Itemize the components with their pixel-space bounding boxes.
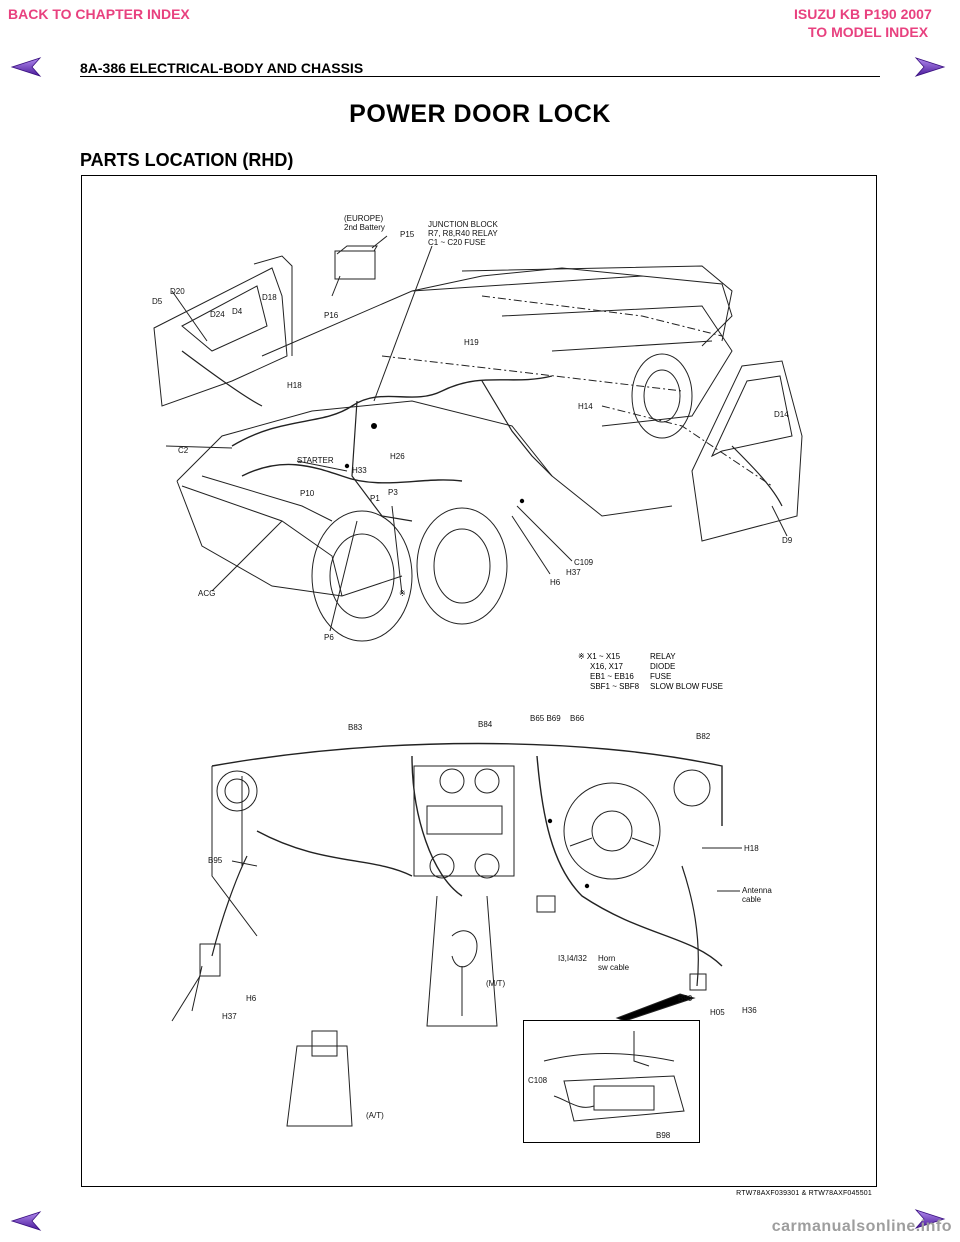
label-p16: P16 (324, 311, 339, 320)
label-h18-dash: H18 (744, 844, 759, 853)
label-starter: STARTER (297, 456, 334, 465)
label-h33: H33 (352, 466, 367, 475)
label-europe: (EUROPE) (344, 214, 384, 223)
label-h05: H05 (710, 1008, 725, 1017)
prev-page-button[interactable] (10, 56, 42, 78)
label-b65-b69: B65 B69 (530, 714, 561, 723)
arrow-right-icon (914, 1209, 946, 1229)
label-h26: H26 (390, 452, 405, 461)
next-page-button-bottom[interactable] (914, 1208, 946, 1230)
label-h18: H18 (287, 381, 302, 390)
legend-sbf-code: SBF1 ~ SBF8 (590, 682, 640, 691)
legend-relay-code: ※ X1 ~ X15 (578, 652, 621, 661)
label-2nd-battery: 2nd Battery (344, 223, 385, 232)
model-title-link[interactable]: ISUZU KB P190 2007 (794, 6, 932, 22)
label-b83: B83 (348, 723, 363, 732)
label-p1: P1 (370, 494, 380, 503)
label-at: (A/T) (366, 1111, 384, 1120)
inset-detail: C108 B98 (523, 1020, 700, 1143)
label-d5: D5 (152, 297, 163, 306)
label-h14: H14 (578, 402, 593, 411)
label-b84: B84 (478, 720, 493, 729)
legend-diode-code: X16, X17 (590, 662, 623, 671)
label-b90: B90 (678, 994, 693, 1003)
label-h6: H6 (550, 578, 561, 587)
label-h19: H19 (464, 338, 479, 347)
label-d14: D14 (774, 410, 789, 419)
label-d20: D20 (170, 287, 185, 296)
label-h37-dash: H37 (222, 1012, 237, 1021)
label-mt: (M/T) (486, 979, 506, 988)
label-junction-fuses: C1 ~ C20 FUSE (428, 238, 486, 247)
label-b98: B98 (656, 1131, 671, 1140)
arrow-left-icon (10, 57, 42, 77)
label-b82: B82 (696, 732, 711, 741)
label-b66: B66 (570, 714, 585, 723)
label-i3-i4-i32: I3,I4/I32 (558, 954, 587, 963)
arrow-left-icon (10, 1211, 42, 1231)
parts-location-drawing (153, 235, 803, 1127)
label-d9: D9 (782, 536, 793, 545)
label-c109: C109 (574, 558, 594, 567)
legend-relay-desc: RELAY (650, 652, 676, 661)
label-p3: P3 (388, 488, 398, 497)
legend-sbf-desc: SLOW BLOW FUSE (650, 682, 723, 691)
label-junction-relays: R7, R8,R40 RELAY (428, 229, 498, 238)
prev-page-button-bottom[interactable] (10, 1210, 42, 1232)
label-horn: Horn (598, 954, 616, 963)
back-to-chapter-link[interactable]: BACK TO CHAPTER INDEX (8, 6, 190, 22)
label-c108: C108 (528, 1076, 548, 1085)
next-page-button[interactable] (914, 56, 946, 78)
to-model-index-link[interactable]: TO MODEL INDEX (808, 24, 929, 40)
label-d4: D4 (232, 307, 243, 316)
page-title: POWER DOOR LOCK (349, 100, 611, 128)
label-p15: P15 (400, 230, 415, 239)
label-junction-block: JUNCTION BLOCK (428, 220, 498, 229)
label-antenna: Antenna (742, 886, 772, 895)
label-b95: B95 (208, 856, 223, 865)
label-h6-dash: H6 (246, 994, 257, 1003)
diagram-frame: (EUROPE) 2nd Battery P15 P16 JUNCTION BL… (81, 175, 877, 1187)
watermark: carmanualsonline.info (771, 1218, 952, 1235)
label-h37: H37 (566, 568, 581, 577)
label-d18: D18 (262, 293, 277, 302)
section-header: 8A-386 ELECTRICAL-BODY AND CHASSIS (80, 60, 364, 76)
label-antenna-cable: cable (742, 895, 762, 904)
label-star: ※ (399, 589, 406, 598)
document-code: RTW78AXF039301 & RTW78AXF045501 (736, 1190, 872, 1197)
arrow-right-icon (914, 57, 946, 77)
legend-diode-desc: DIODE (650, 662, 676, 671)
label-p6: P6 (324, 633, 334, 642)
label-d24: D24 (210, 310, 225, 319)
legend-fuse-code: EB1 ~ EB16 (590, 672, 634, 681)
label-horn-sw-cable: sw cable (598, 963, 630, 972)
label-acg: ACG (198, 589, 216, 598)
legend-fuse-desc: FUSE (650, 672, 672, 681)
header-divider (80, 76, 880, 77)
label-c2: C2 (178, 446, 189, 455)
label-p10: P10 (300, 489, 315, 498)
page-subtitle: PARTS LOCATION (RHD) (80, 150, 294, 170)
label-h36: H36 (742, 1006, 757, 1015)
inset-drawing (543, 1031, 685, 1122)
